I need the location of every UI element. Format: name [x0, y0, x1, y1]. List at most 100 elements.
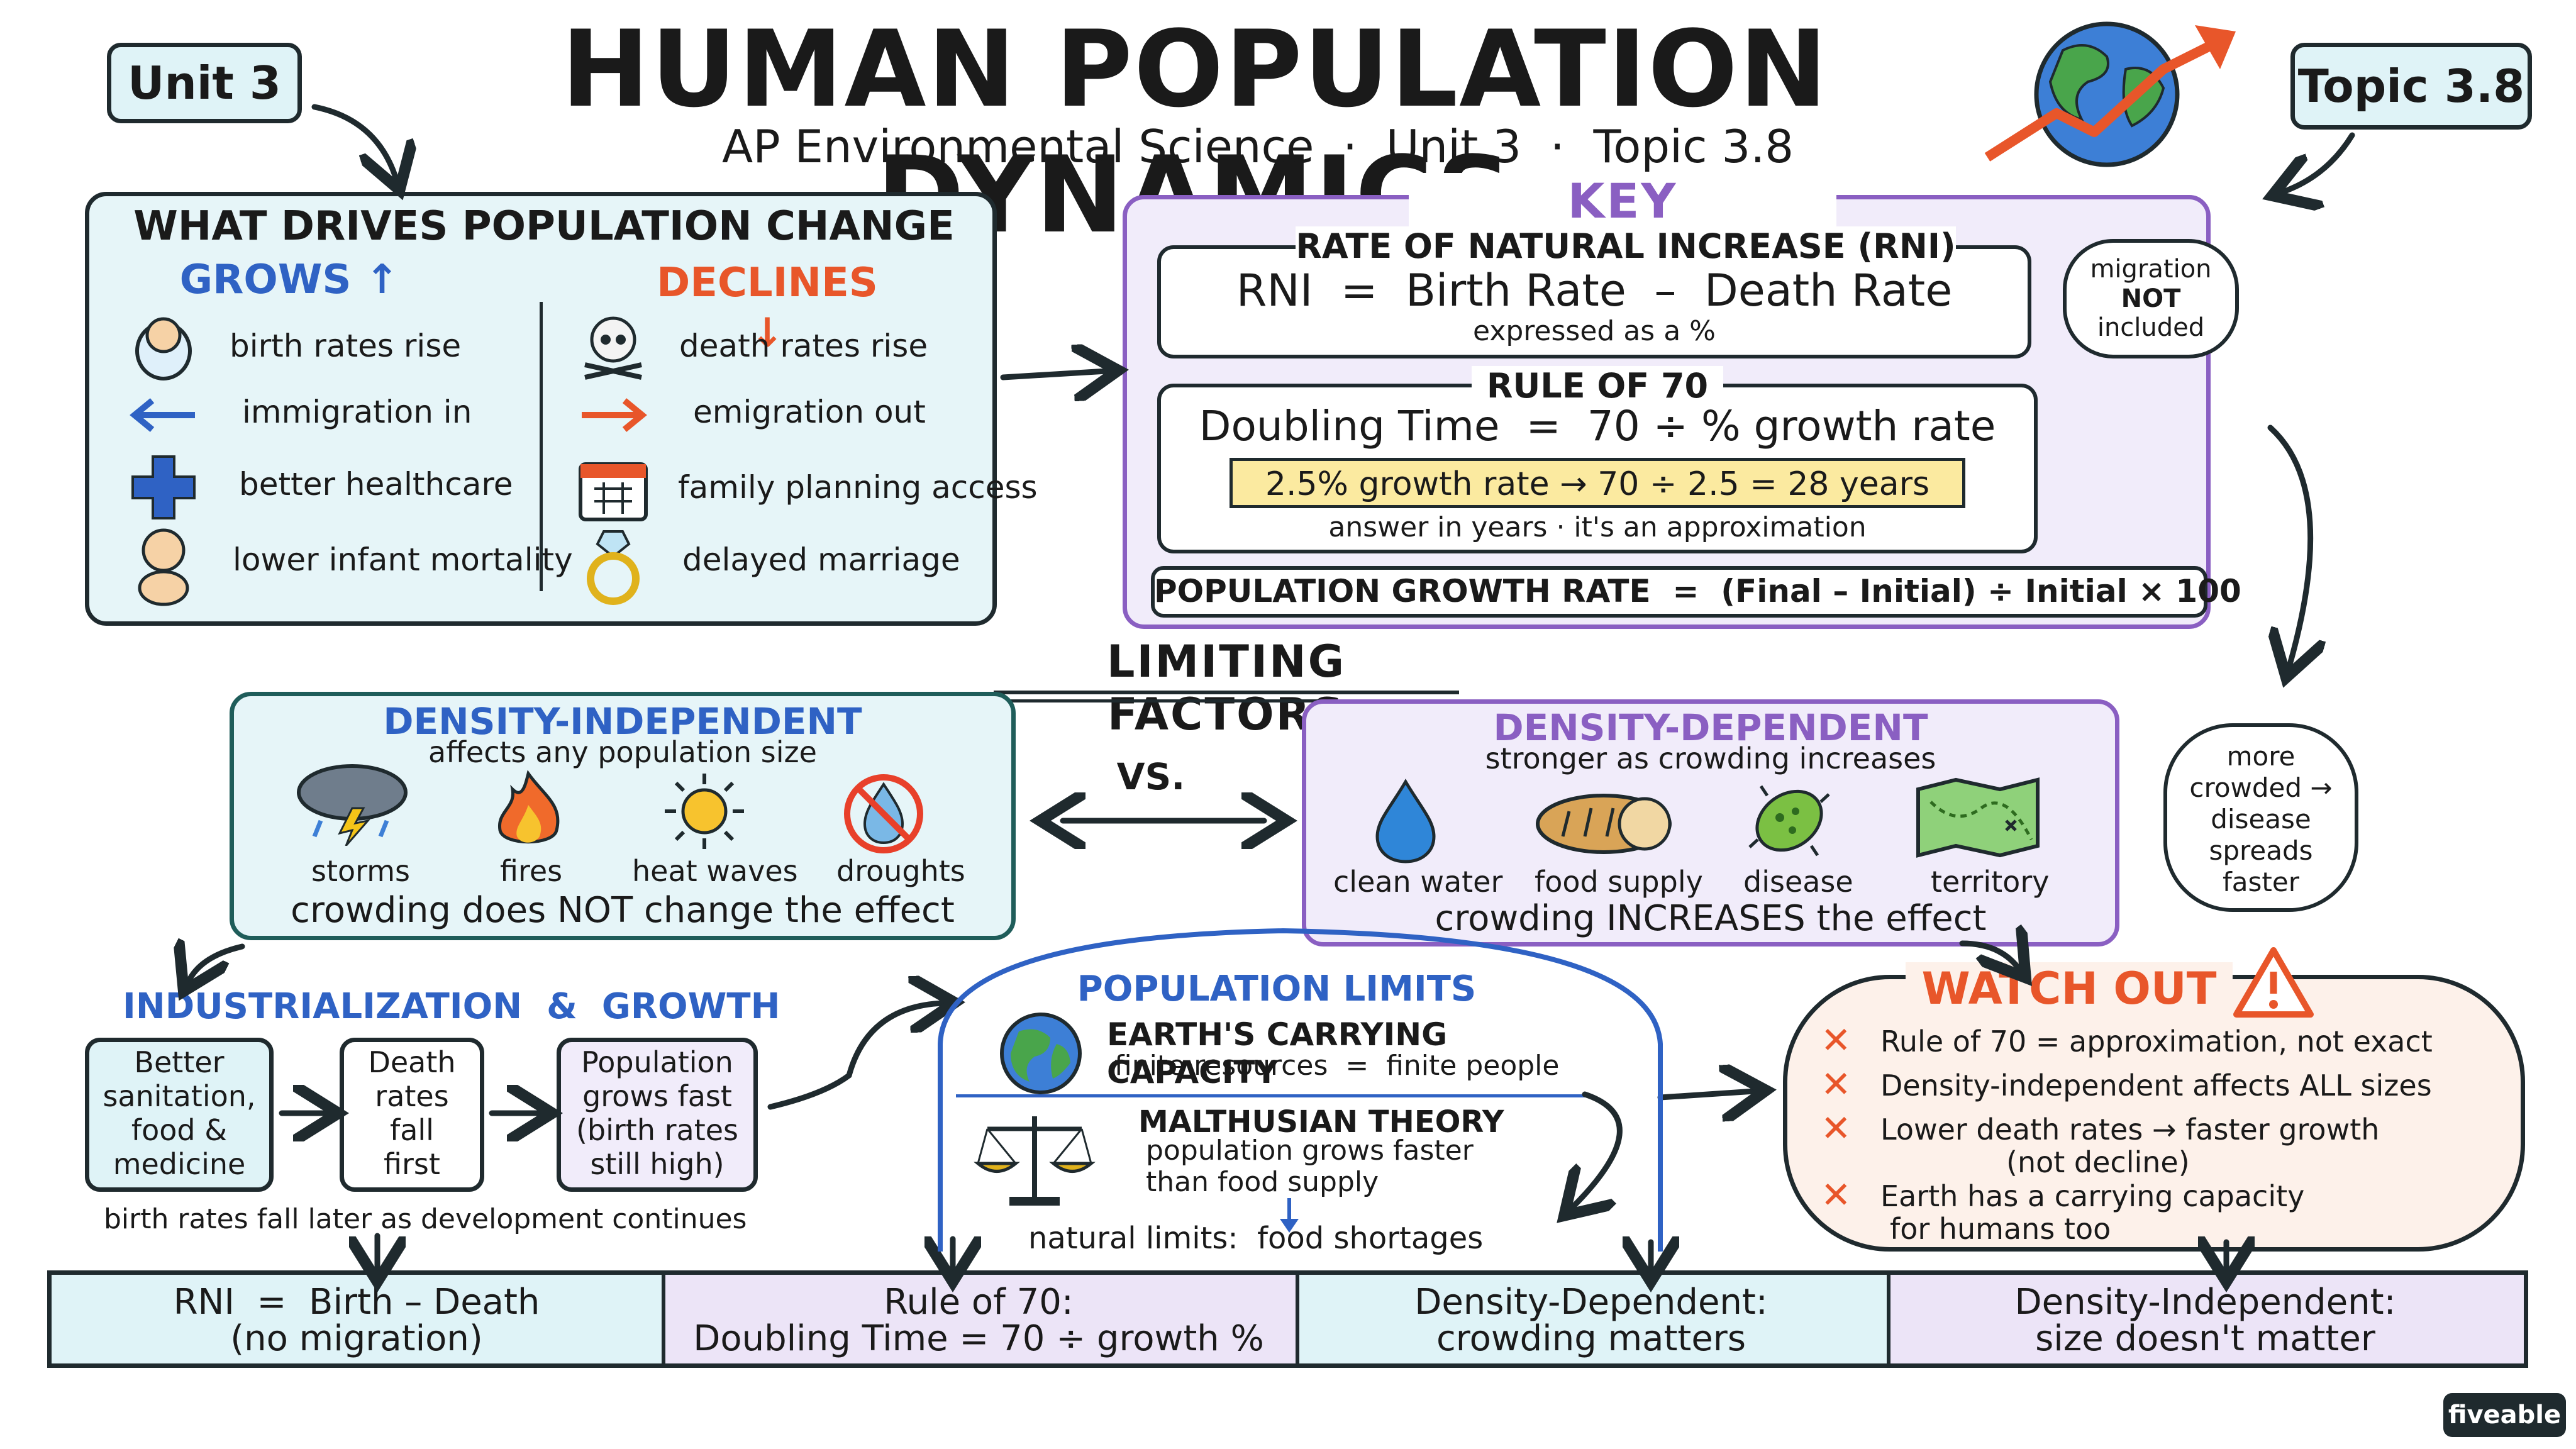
x-mark-icon: ✕ — [1821, 1107, 1852, 1150]
dependent-item: disease — [1743, 865, 1853, 899]
limiting-underline — [1006, 699, 1446, 702]
watch-out-item: Lower death rates → faster growth — [1880, 1113, 2380, 1146]
industrialization-step — [340, 1038, 484, 1192]
earth-icon — [1000, 1013, 1082, 1094]
scales-icon — [974, 1116, 1096, 1206]
step-line: sanitation, — [103, 1079, 256, 1113]
page-subtitle: AP Environmental Science · Unit 3 · Topi… — [721, 120, 1794, 173]
step-line: (birth rates — [575, 1113, 739, 1147]
calendar-icon — [579, 462, 648, 521]
independent-item: heat waves — [632, 854, 798, 888]
step-line: Population — [581, 1045, 733, 1079]
industrialization-step — [557, 1038, 758, 1192]
ring-icon — [587, 530, 640, 605]
capacity-title: EARTH'S CARRYING CAPACITY — [1107, 1016, 1448, 1091]
water-drop-icon — [1375, 779, 1436, 863]
summary-line: Density-Dependent: — [1414, 1282, 1768, 1323]
rni-note: expressed as a % — [1473, 315, 1716, 347]
independent-subtitle: affects any population size — [428, 735, 817, 769]
step-line: Better — [134, 1045, 225, 1079]
declines-item: emigration out — [693, 394, 926, 430]
declines-item: family planning access — [678, 469, 1038, 506]
watch-out-item: for humans too — [1890, 1212, 2111, 1246]
summary-line: (no migration) — [230, 1318, 483, 1359]
skull-icon — [584, 316, 642, 380]
drivers-title: WHAT DRIVES POPULATION CHANGE — [133, 203, 955, 250]
watch-out-item: Earth has a carrying capacity — [1880, 1179, 2305, 1213]
crowd-bubble-line: crowded → — [2189, 772, 2333, 803]
growth-rate-box — [1151, 566, 2207, 618]
summary-cell — [1296, 1275, 1887, 1363]
dependent-subtitle: stronger as crowding increases — [1485, 741, 1936, 775]
summary-line: size doesn't matter — [2035, 1318, 2375, 1359]
crowd-bubble — [2163, 723, 2358, 912]
arrow-left-icon — [130, 398, 195, 432]
independent-item: fires — [500, 854, 563, 888]
dependent-title: DENSITY-DEPENDENT — [1493, 706, 1928, 749]
fire-icon — [497, 770, 560, 844]
declines-title: DECLINES ↓ — [657, 260, 878, 357]
malthus-note: population grows faster — [1146, 1135, 1474, 1167]
dependent-item: food supply — [1535, 865, 1703, 899]
x-mark-icon: ✕ — [1821, 1174, 1852, 1216]
rule70-example: 2.5% growth rate → 70 ÷ 2.5 = 28 years — [1230, 458, 1965, 508]
x-mark-icon: ✕ — [1821, 1019, 1852, 1062]
watch-out-item: Rule of 70 = approximation, not exact — [1880, 1024, 2433, 1058]
baby-swaddled-icon — [135, 317, 192, 380]
industrialization-step — [85, 1038, 274, 1192]
summary-line: crowding matters — [1436, 1318, 1746, 1359]
malthus-title: MALTHUSIAN THEORY — [1138, 1104, 1504, 1140]
step-line: Death — [368, 1045, 456, 1079]
bread-icon — [1536, 794, 1672, 854]
grows-title: GROWS ↑ — [179, 257, 399, 303]
limits-divider — [956, 1094, 1585, 1097]
limits-title: POPULATION LIMITS — [1077, 969, 1477, 1009]
step-line: first — [384, 1147, 440, 1181]
watch-out-item: Density-independent affects ALL sizes — [1880, 1069, 2432, 1102]
summary-line: RNI = Birth – Death — [173, 1282, 540, 1323]
medical-cross-icon — [131, 455, 196, 519]
migration-bubble — [2063, 239, 2239, 358]
brand-logo: fiveable — [2443, 1393, 2566, 1437]
dependent-footer: crowding INCREASES the effect — [1435, 898, 1987, 939]
step-line: rates — [375, 1079, 449, 1113]
independent-item: storms — [311, 854, 411, 888]
arrow-right-icon — [582, 398, 647, 432]
drought-icon — [844, 774, 923, 853]
grows-item: immigration in — [242, 394, 472, 430]
rule70-label: RULE OF 70 — [1472, 366, 1723, 406]
limiting-underline — [994, 691, 1459, 694]
rule70-note: answer in years · it's an approximation — [1328, 511, 1867, 543]
crowd-bubble-line: disease — [2211, 804, 2311, 835]
rni-label: RATE OF NATURAL INCREASE (RNI) — [1296, 226, 1956, 267]
storm-icon — [297, 764, 408, 846]
topic-tag: Topic 3.8 — [2290, 43, 2532, 130]
vs-label: VS. — [1116, 755, 1185, 798]
summary-line: Doubling Time = 70 ÷ growth % — [693, 1318, 1264, 1359]
independent-title: DENSITY-INDEPENDENT — [383, 700, 862, 743]
grows-item: birth rates rise — [230, 328, 462, 364]
x-mark-icon: ✕ — [1821, 1063, 1852, 1106]
watch-out-item: (not decline) — [2006, 1145, 2190, 1179]
globe-growth-icon — [1984, 21, 2236, 167]
declines-item: delayed marriage — [682, 541, 960, 578]
natural-limits: natural limits: food shortages — [1028, 1221, 1484, 1256]
warning-icon — [2233, 947, 2314, 1018]
migration-bubble-line: migration — [2090, 255, 2212, 284]
malthus-note: than food supply — [1146, 1166, 1379, 1198]
sun-icon — [665, 774, 744, 849]
step-line: fall — [390, 1113, 434, 1147]
summary-bar — [47, 1270, 2528, 1368]
rni-formula: RNI = Birth Rate – Death Rate — [1236, 265, 1953, 316]
industrialization-note: birth rates fall later as development co… — [104, 1203, 747, 1235]
baby-icon — [138, 528, 189, 606]
rule70-formula: Doubling Time = 70 ÷ % growth rate — [1199, 402, 1996, 450]
drivers-divider — [540, 302, 543, 591]
declines-item: death rates rise — [679, 328, 928, 364]
map-icon — [1916, 777, 2040, 858]
crowd-bubble-line: spreads — [2209, 835, 2313, 866]
independent-footer: crowding does NOT change the effect — [291, 890, 955, 931]
independent-item: droughts — [836, 854, 965, 888]
watch-out-cloud — [1783, 975, 2525, 1252]
